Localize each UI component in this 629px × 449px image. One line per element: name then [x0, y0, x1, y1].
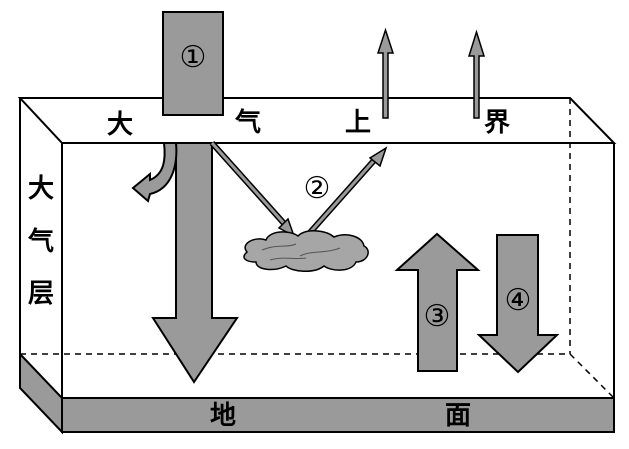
- marker-3: ③: [424, 299, 451, 334]
- box-bottom-hidden-right-edge: [569, 353, 615, 399]
- side-label-char-1: 大: [28, 174, 54, 204]
- ground-label-char-1: 地: [210, 401, 236, 431]
- ground-slab: [19, 351, 615, 435]
- marker-4: ④: [505, 283, 532, 318]
- outgoing-arrow-right: [467, 29, 486, 119]
- incoming-ray-to-cloud-fill: [210, 141, 291, 231]
- downward-atmospheric-radiation-arrow: [476, 234, 560, 374]
- ground-front-face: [61, 397, 615, 433]
- ground-label-char-2: 面: [445, 401, 471, 431]
- upward-ground-radiation-arrow: [394, 232, 481, 372]
- side-label-char-3: 层: [28, 279, 54, 309]
- marker-2: ②: [304, 171, 331, 206]
- top-label-char-4: 界: [484, 108, 510, 138]
- reflected-curl-arrow: [131, 142, 178, 203]
- reflected-ray-fill: [304, 155, 380, 238]
- outgoing-arrow-left: [376, 27, 395, 119]
- cloud-reflection: [209, 140, 388, 272]
- cloud-shape: [243, 230, 369, 272]
- reflected-ray-head: [368, 146, 388, 168]
- cloud-texture: [261, 243, 341, 261]
- marker-1: ①: [180, 40, 207, 75]
- outgoing-arrows: [376, 27, 486, 119]
- solar-radiation-arrow: [131, 11, 239, 384]
- top-label-char-1: 大: [107, 110, 133, 140]
- solar-to-ground-arrow: [151, 142, 239, 384]
- top-label-char-3: 上: [345, 108, 371, 138]
- top-label-char-2: 气: [234, 107, 261, 138]
- side-label-char-2: 气: [27, 226, 54, 257]
- ground-side-face: [19, 351, 63, 435]
- solar-input-block: [162, 11, 224, 116]
